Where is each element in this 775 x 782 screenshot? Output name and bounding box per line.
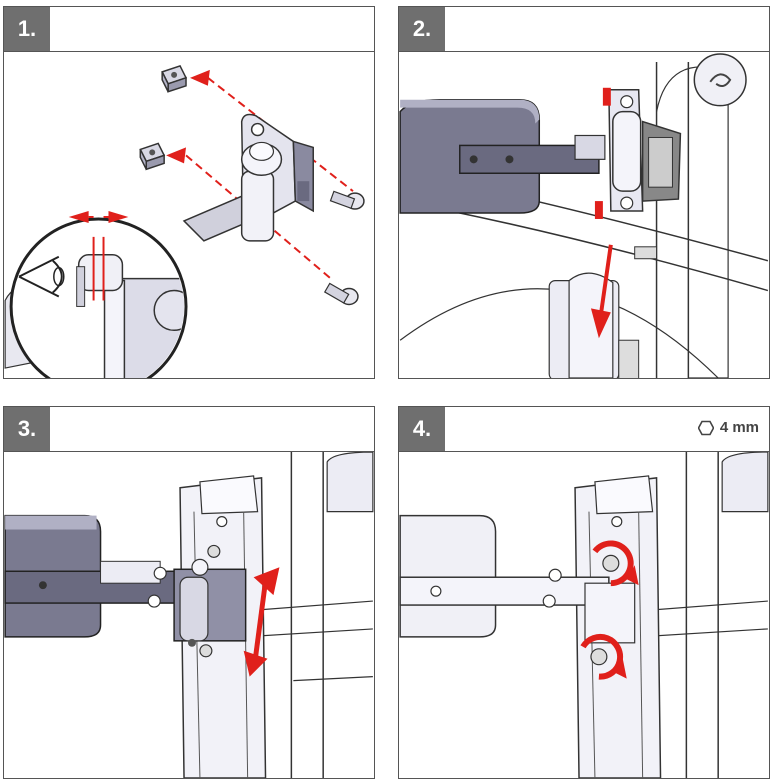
slide-down-arrow [590, 244, 613, 339]
hex-key-icon [697, 420, 714, 435]
armrest-pad [399, 514, 497, 638]
step-1-number: 1. [4, 7, 50, 51]
screw-top [329, 190, 365, 210]
step-1-illustration [4, 52, 374, 378]
adjust-height-arrow [243, 567, 280, 677]
step-4-panel: 4. 4 mm [398, 406, 770, 779]
tool-size-indicator: 4 mm [697, 419, 759, 436]
step-3-panel: 3. [3, 406, 375, 779]
hinge-part [173, 544, 247, 658]
screw-bottom [323, 282, 359, 306]
step-2-panel: 2. [398, 6, 770, 379]
hinge-part [574, 87, 682, 219]
step-3-illustration [4, 452, 374, 778]
step-3-header: 3. [4, 407, 374, 452]
step-4-header: 4. 4 mm [399, 407, 769, 452]
step-1-header: 1. [4, 7, 374, 52]
step-2-illustration [399, 52, 769, 378]
hinge-assembly [182, 113, 314, 242]
step-4-illustration [399, 452, 769, 778]
step-3-number: 3. [4, 407, 50, 451]
step-2-header: 2. [399, 7, 769, 52]
tool-size-label: 4 mm [719, 419, 759, 436]
step-2-number: 2. [399, 7, 445, 51]
square-nut-left [139, 142, 166, 171]
detail-magnifier [9, 211, 188, 378]
step-4-number: 4. [399, 407, 445, 451]
step-1-panel: 1. [3, 6, 375, 379]
eye-icon [18, 255, 65, 298]
tighten-arrow-top [592, 540, 639, 587]
square-nut-top [161, 65, 188, 93]
